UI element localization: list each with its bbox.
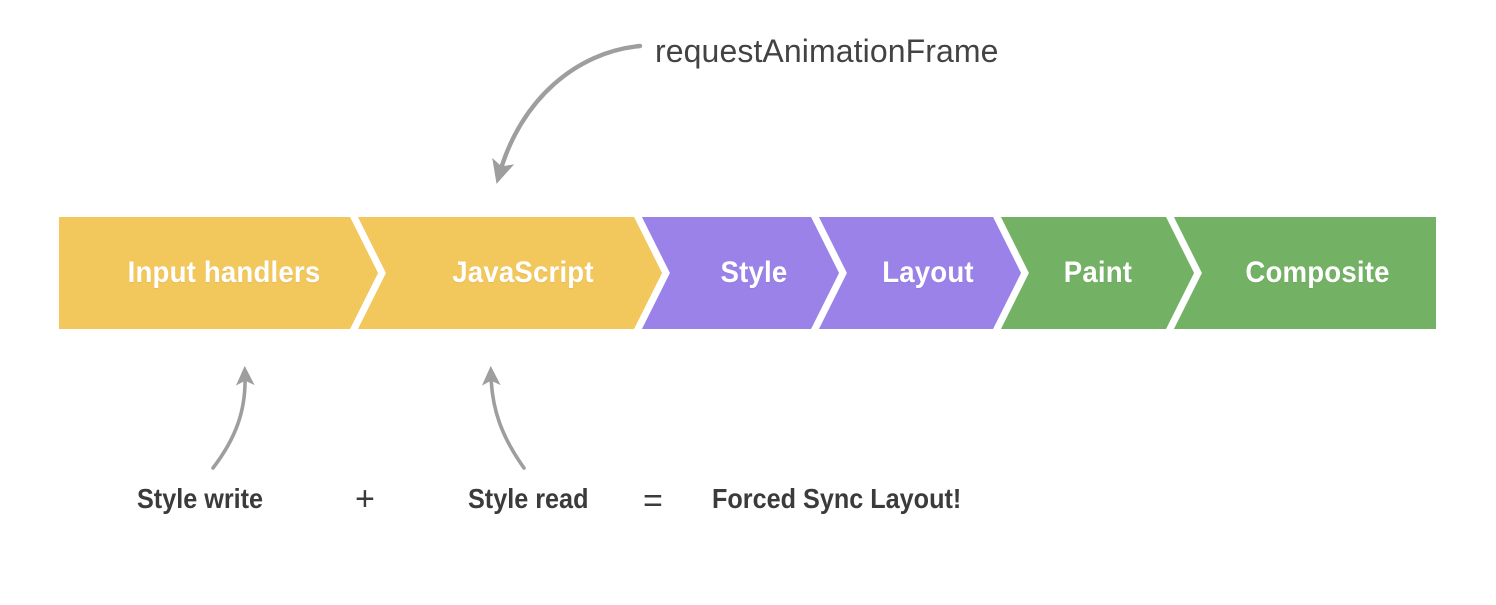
caption-equals-symbol: = <box>643 482 663 520</box>
stage-label-paint[interactable]: Paint <box>1063 256 1133 289</box>
stage-label-layout[interactable]: Layout <box>882 256 974 289</box>
stage-label-javascript[interactable]: JavaScript <box>452 256 594 289</box>
stage-label-input-handlers[interactable]: Input handlers <box>127 256 321 289</box>
request-animation-frame-label: requestAnimationFrame <box>655 33 999 69</box>
divider-style-layout <box>810 213 847 333</box>
stage-group-script[interactable] <box>59 217 665 329</box>
caption-style-read: Style read <box>468 483 589 514</box>
request-animation-frame-arrow <box>492 43 643 184</box>
divider-input-javascript <box>349 213 386 333</box>
divider-paint-composite <box>1165 213 1202 333</box>
stage-group-layout[interactable] <box>637 217 1024 329</box>
divider-layout-paint <box>992 213 1029 333</box>
stage-group-raster[interactable] <box>996 217 1436 329</box>
stage-label-composite[interactable]: Composite <box>1245 256 1390 289</box>
caption-plus-symbol: + <box>355 480 375 518</box>
caption-style-write: Style write <box>137 483 264 514</box>
rendering-pipeline-bar: Input handlers JavaScript Style Layout P… <box>59 213 1436 333</box>
caption-forced-sync-layout: Forced Sync Layout! <box>712 483 962 514</box>
divider-javascript-style <box>633 213 670 333</box>
stage-label-style[interactable]: Style <box>720 256 788 289</box>
pipeline-shapes <box>59 213 1436 333</box>
style-read-arrow <box>481 365 526 470</box>
style-write-arrow <box>211 365 255 470</box>
